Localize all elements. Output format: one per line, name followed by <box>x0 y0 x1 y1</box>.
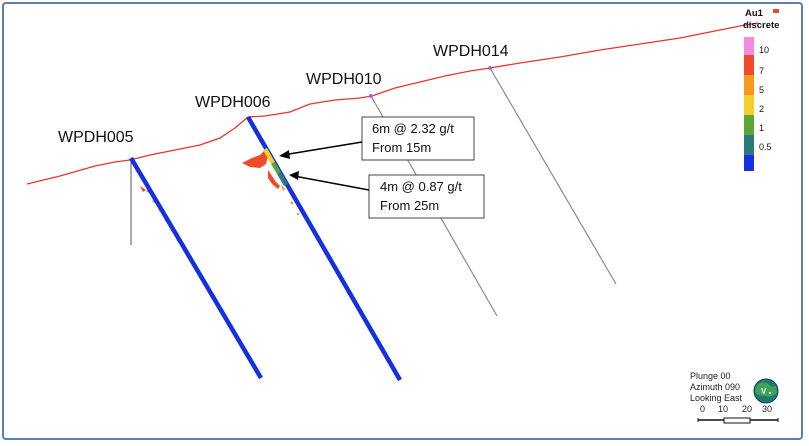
legend-swatch-1 <box>744 115 754 135</box>
callout-2-line2: From 25m <box>380 198 439 213</box>
wpdh006-assay-spike-left <box>242 150 268 168</box>
callout-1-arrow <box>282 141 363 156</box>
orientation-block: Plunge 00 Azimuth 090 Looking East V 0 1… <box>690 371 779 424</box>
callout-2-arrow <box>293 175 370 191</box>
wpdh006-assay-small <box>281 184 285 191</box>
legend-label-7: 7 <box>759 66 764 76</box>
scale-tick-0: 0 <box>700 404 705 414</box>
legend-swatch-below <box>744 155 754 171</box>
legend-label-5: 5 <box>759 85 764 95</box>
wpdh006-intercept-high <box>263 147 275 165</box>
svg-text:V: V <box>761 387 767 396</box>
legend-swatch-10 <box>744 37 754 55</box>
callout-box-2 <box>368 174 485 219</box>
azimuth-text: Azimuth 090 <box>690 382 740 392</box>
callout-2-line1: 4m @ 0.87 g/t <box>380 179 462 194</box>
legend-label-1: 1 <box>759 123 764 133</box>
callout-1-arrowhead <box>279 150 290 159</box>
wpdh014-trace-line <box>489 67 617 285</box>
wpdh014-collar-marker <box>488 66 492 70</box>
callout-1-line1: 6m @ 2.32 g/t <box>372 121 454 136</box>
plunge-text: Plunge 00 <box>690 371 731 381</box>
callout-1-line2: From 15m <box>372 140 431 155</box>
wpdh006-assay-dots <box>290 201 300 216</box>
legend-swatch-2 <box>744 95 754 115</box>
scale-tick-20: 20 <box>742 404 752 414</box>
hole-label-wpdh014: WPDH014 <box>433 43 509 60</box>
wpdh005-high-grade-marker <box>140 186 146 192</box>
au-grade-legend: Au1 discrete 10 7 5 2 1 0.5 <box>743 8 779 171</box>
callout-intercept-2: 4m @ 0.87 g/t From 25m <box>289 171 485 219</box>
looking-text: Looking East <box>690 393 743 403</box>
legend-label-0-5: 0.5 <box>759 142 772 152</box>
legend-title: Au1 <box>745 8 764 19</box>
wpdh005-trace <box>129 156 263 380</box>
legend-swatch-5 <box>744 75 754 95</box>
hole-label-wpdh006: WPDH006 <box>195 94 271 111</box>
globe-icon: V <box>753 378 779 404</box>
wpdh006-intercept-mid <box>271 161 281 175</box>
legend-flag-icon <box>773 9 779 13</box>
legend-swatch-0-5 <box>744 135 754 155</box>
wpdh010-collar-marker <box>369 94 373 98</box>
hole-label-wpdh010: WPDH010 <box>306 71 382 88</box>
wpdh006-assay-spike-lower <box>268 170 280 189</box>
scale-bar <box>697 417 779 424</box>
hole-label-wpdh005: WPDH005 <box>58 129 134 146</box>
topography-line <box>26 22 759 185</box>
callout-intercept-1: 6m @ 2.32 g/t From 15m <box>279 116 475 161</box>
legend-label-10: 10 <box>759 45 769 55</box>
callout-2-arrowhead <box>289 171 299 180</box>
scale-tick-30: 30 <box>762 404 772 414</box>
viewport-frame <box>2 2 803 440</box>
legend-subtitle: discrete <box>743 20 779 31</box>
legend-label-2: 2 <box>759 104 764 114</box>
callout-box-1 <box>361 116 475 161</box>
wpdh006-intercept-low <box>277 171 288 187</box>
scale-tick-10: 10 <box>718 404 728 414</box>
legend-swatch-7 <box>744 55 754 75</box>
